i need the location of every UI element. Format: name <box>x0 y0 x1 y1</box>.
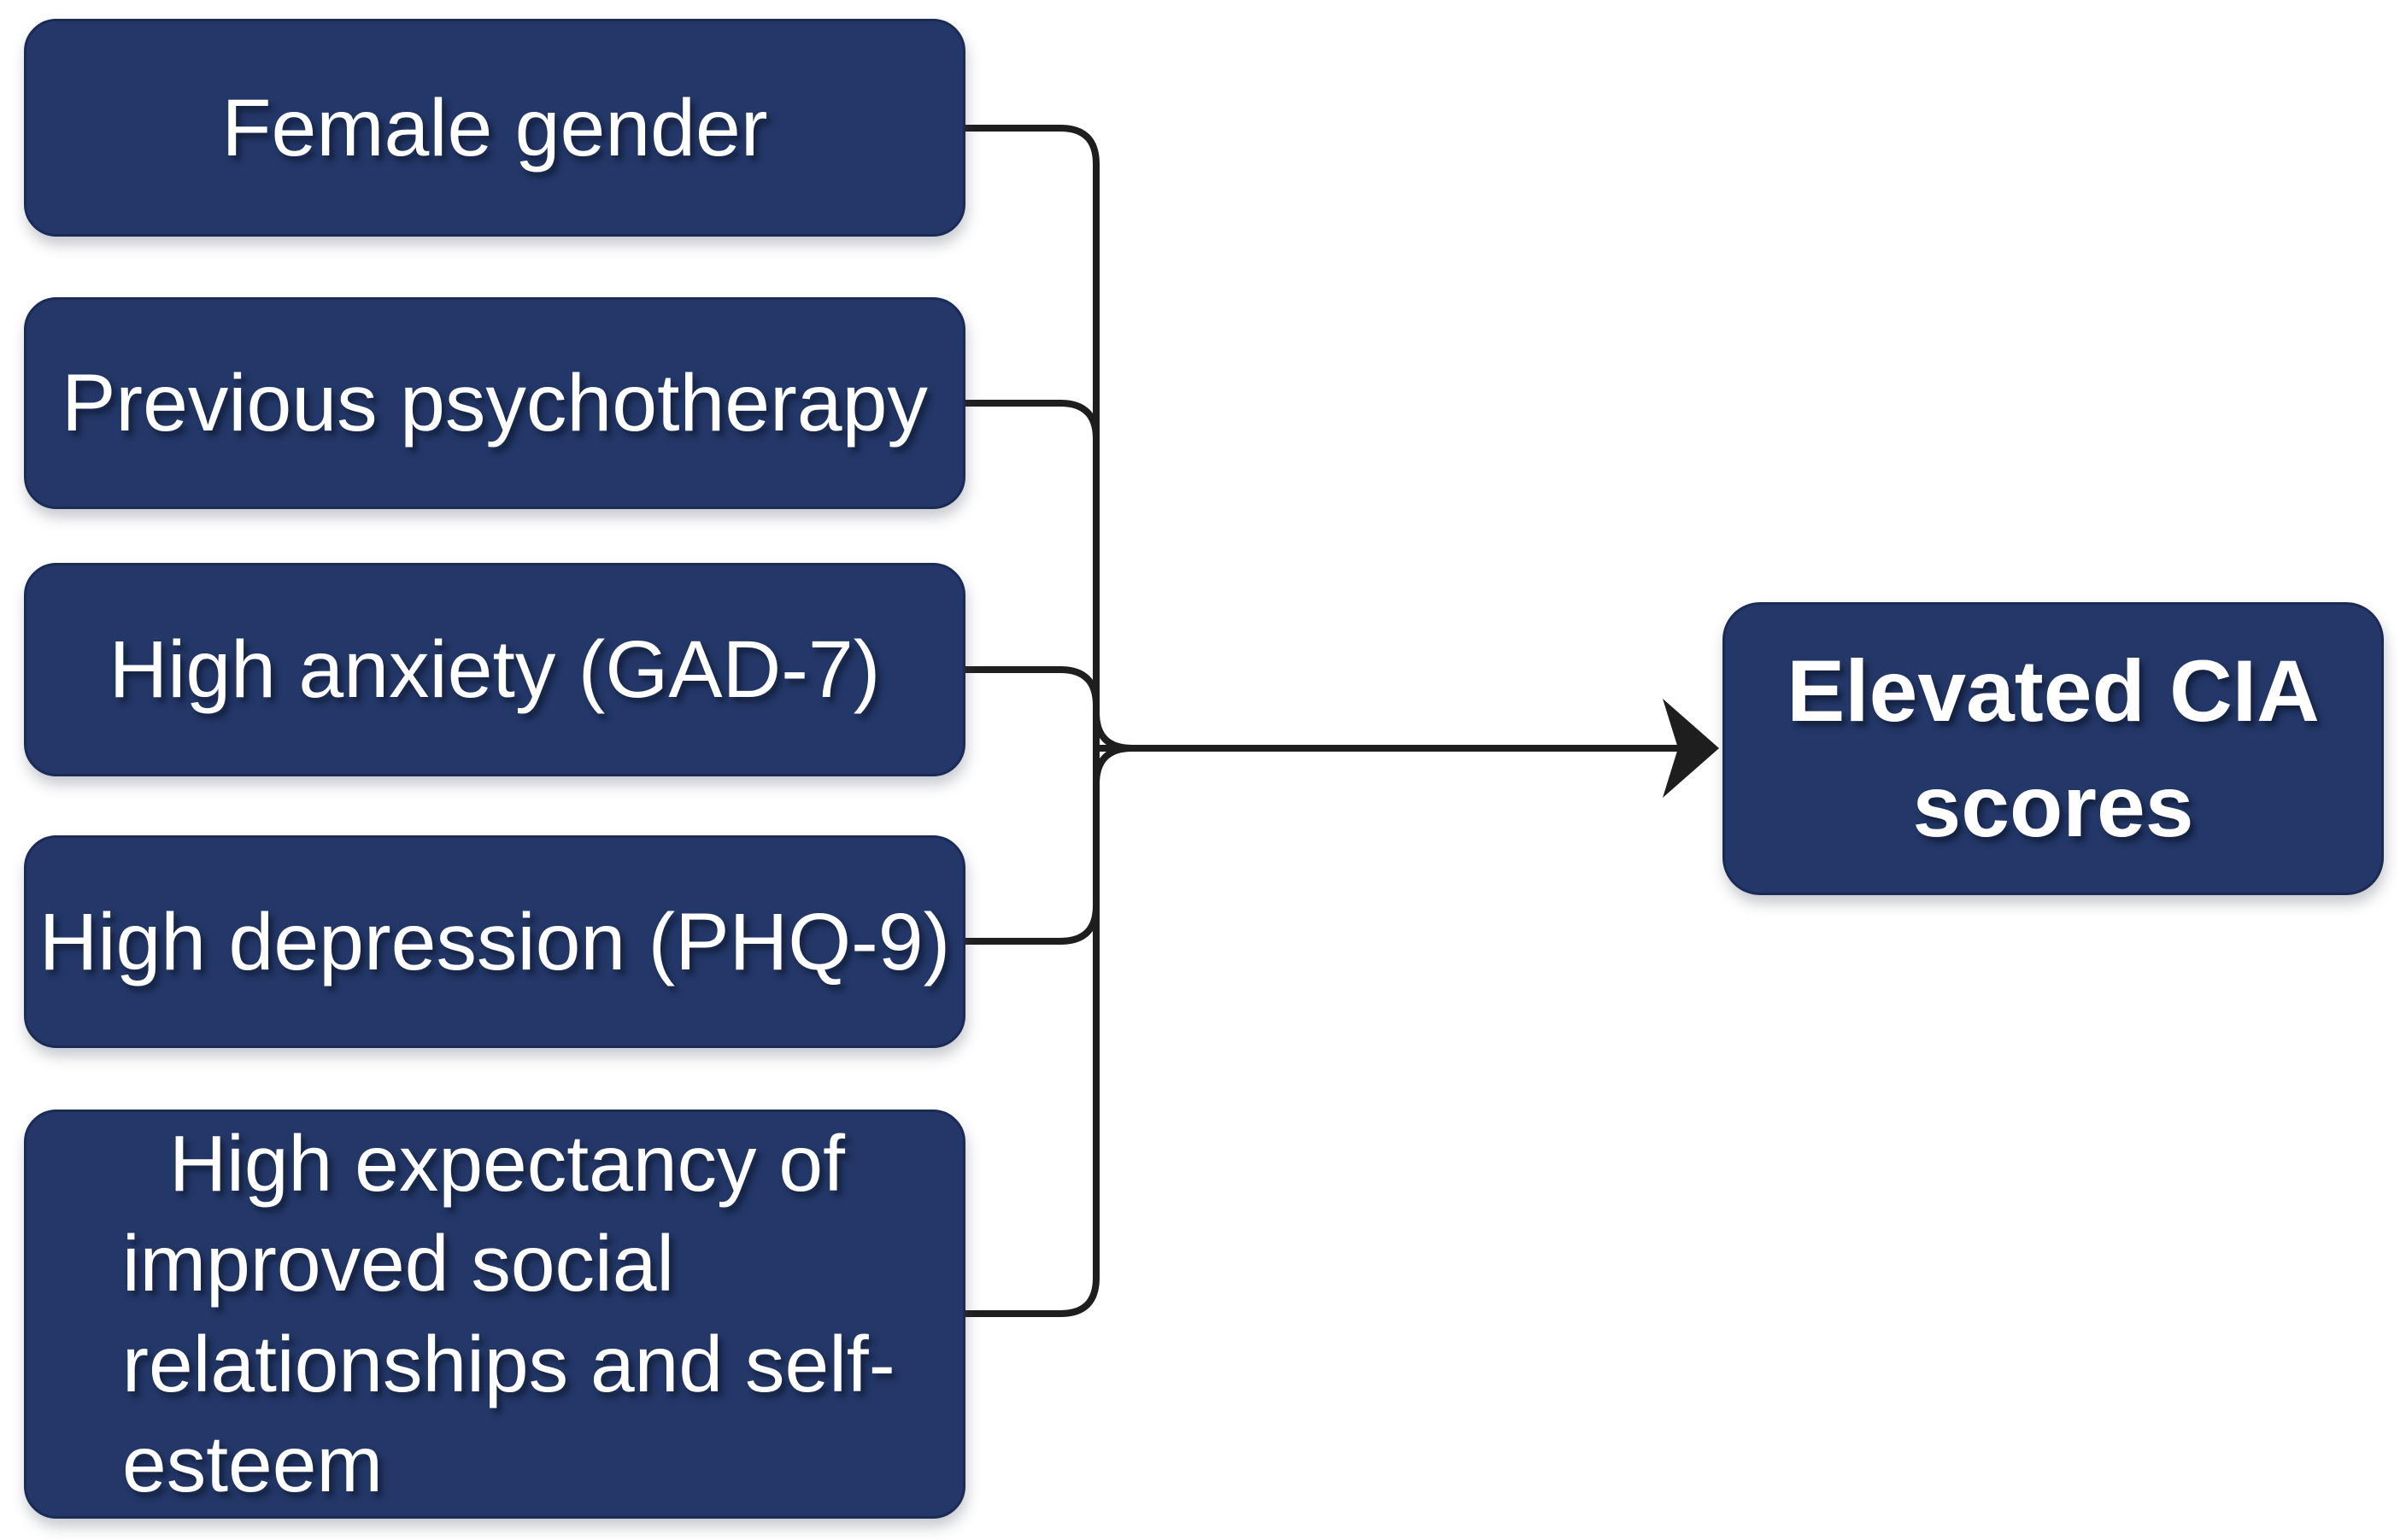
factor-box-high-expectancy: High expectancy of improved social relat… <box>24 1110 965 1519</box>
connector-factor-3 <box>965 666 1100 706</box>
arrowhead-icon <box>1663 699 1719 798</box>
outcome-label: Elevated CIA scores <box>1787 641 2320 855</box>
factor-box-female-gender: Female gender <box>24 19 965 237</box>
factor-box-previous-psychotherapy: Previous psychotherapy <box>24 297 965 509</box>
connector-factor-4 <box>965 905 1100 945</box>
factor-box-high-anxiety: High anxiety (GAD-7) <box>24 563 965 776</box>
factor-label: High depression (PHQ-9) <box>38 896 951 987</box>
factor-label: Previous psychotherapy <box>62 358 928 448</box>
connector-junction-upper <box>1093 711 1133 752</box>
connector-factor-5 <box>965 748 1100 1317</box>
connector-factor-1 <box>965 125 1100 748</box>
factor-box-high-depression: High depression (PHQ-9) <box>24 835 965 1048</box>
connector-junction-lower <box>1093 745 1133 785</box>
factor-label: High expectancy of improved social relat… <box>122 1119 895 1508</box>
connector-factor-2 <box>965 400 1100 440</box>
outcome-box-elevated-cia-scores: Elevated CIA scores <box>1722 602 2384 895</box>
factor-label: Female gender <box>221 82 768 173</box>
factor-label: High anxiety (GAD-7) <box>109 624 881 715</box>
